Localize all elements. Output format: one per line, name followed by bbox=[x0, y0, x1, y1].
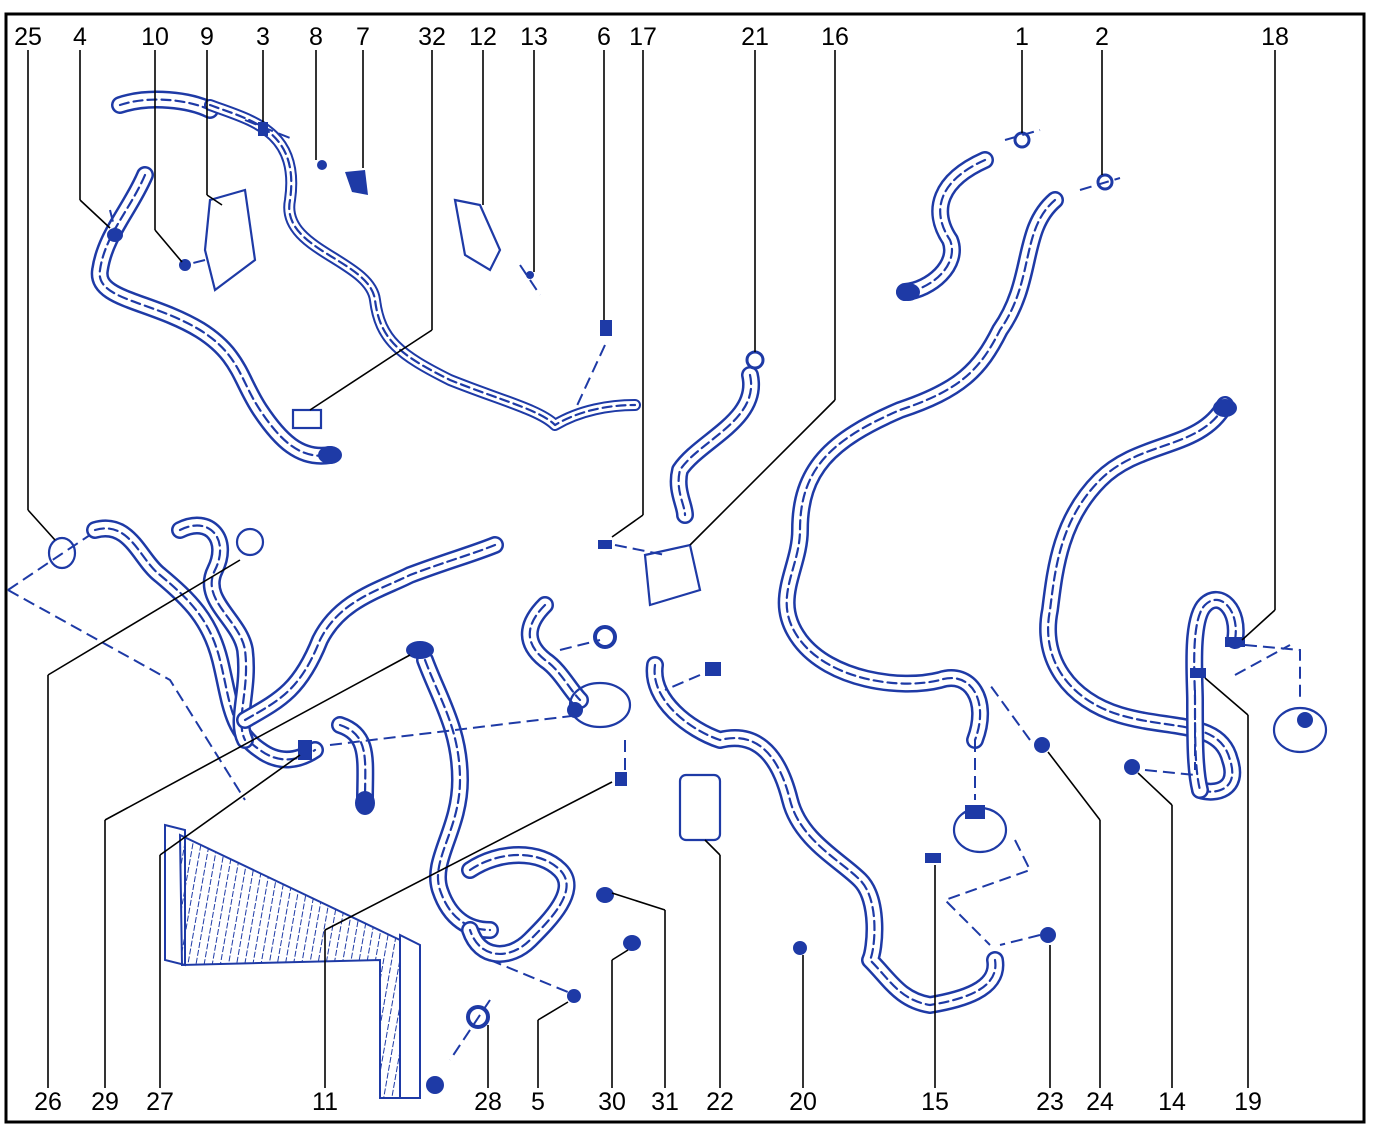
hose-end-left bbox=[318, 446, 342, 464]
callout-10: 10 bbox=[141, 23, 169, 51]
plug-7 bbox=[345, 170, 368, 195]
callout-11: 11 bbox=[312, 1088, 338, 1116]
bolt-13 bbox=[526, 271, 534, 279]
hose-upper-left bbox=[90, 166, 339, 465]
bracket-16 bbox=[643, 543, 702, 607]
callout-26: 26 bbox=[34, 1088, 62, 1116]
callout-32: 32 bbox=[418, 23, 446, 51]
connector-bottom bbox=[426, 1076, 444, 1094]
insulator-32 bbox=[291, 408, 323, 430]
callout-4: 4 bbox=[73, 23, 87, 51]
clamp-14 bbox=[1124, 759, 1140, 775]
callout-7: 7 bbox=[356, 23, 370, 51]
bolt-17 bbox=[598, 540, 612, 549]
callout-17: 17 bbox=[629, 23, 657, 51]
leader-lines bbox=[27, 50, 1276, 1088]
diagram-frame bbox=[4, 12, 1366, 1124]
hose-right-long bbox=[777, 191, 1064, 749]
callout-21: 21 bbox=[741, 23, 769, 51]
callout-2: 2 bbox=[1095, 23, 1109, 51]
callout-6: 6 bbox=[597, 23, 611, 51]
clamp-20 bbox=[793, 941, 807, 955]
clamp-21 bbox=[745, 350, 765, 370]
callouts-bottom: 26 29 27 11 28 5 30 31 22 20 15 23 24 14… bbox=[34, 1088, 1262, 1116]
callout-18: 18 bbox=[1261, 23, 1289, 51]
insulator-22 bbox=[678, 773, 722, 842]
hose-clamp-26 bbox=[235, 527, 265, 557]
clamp-31 bbox=[596, 887, 614, 903]
electric-pump-right bbox=[1272, 706, 1328, 754]
bracket-12 bbox=[453, 198, 502, 272]
component-group bbox=[47, 122, 1328, 1094]
hose-center-s bbox=[331, 716, 375, 809]
hose-center-vertical bbox=[416, 651, 499, 939]
clamp-18 bbox=[1225, 637, 1245, 647]
clamp-23 bbox=[1040, 927, 1056, 943]
hose-left-branch bbox=[236, 536, 504, 729]
callout-25: 25 bbox=[14, 23, 42, 51]
clip-15 bbox=[925, 853, 941, 863]
hose-upper-right-short bbox=[896, 151, 994, 301]
hose-end-far-right bbox=[1213, 399, 1237, 417]
hose-thin-long bbox=[204, 99, 641, 431]
clamp-24 bbox=[1034, 737, 1050, 753]
callout-16: 16 bbox=[821, 23, 849, 51]
clamp-30 bbox=[623, 935, 641, 951]
hose-clamp-25 bbox=[47, 536, 77, 570]
bolt-5 bbox=[567, 989, 581, 1003]
hose-mid-small bbox=[669, 366, 761, 524]
callout-14: 14 bbox=[1158, 1088, 1186, 1116]
callout-9: 9 bbox=[200, 23, 214, 51]
callout-19: 19 bbox=[1234, 1088, 1262, 1116]
hose-lower-cluster bbox=[461, 846, 576, 963]
callout-20: 20 bbox=[789, 1088, 817, 1116]
callout-27: 27 bbox=[146, 1088, 174, 1116]
hose-upper-left-top bbox=[111, 90, 219, 119]
hose-left-loop bbox=[171, 516, 255, 749]
hose-pump-inlet bbox=[520, 596, 589, 709]
clamp-29 bbox=[406, 641, 434, 659]
bracket-9 bbox=[203, 188, 257, 292]
clamp-1 bbox=[1013, 131, 1031, 149]
assembly-lines bbox=[7, 119, 1301, 1061]
callout-24: 24 bbox=[1086, 1088, 1114, 1116]
hose-left-complex bbox=[86, 519, 324, 769]
bolt-8 bbox=[317, 160, 327, 170]
clamp-19 bbox=[1190, 668, 1206, 678]
hose-clamp-4 bbox=[107, 228, 123, 242]
clip-3 bbox=[258, 122, 268, 136]
callout-29: 29 bbox=[91, 1088, 119, 1116]
callout-12: 12 bbox=[469, 23, 497, 51]
hose-end-center-s bbox=[355, 791, 375, 815]
electric-pump-center bbox=[567, 681, 632, 729]
clip-6 bbox=[600, 320, 612, 336]
clamp-pump-center bbox=[593, 625, 617, 649]
callout-8: 8 bbox=[309, 23, 323, 51]
electric-pump-15 bbox=[952, 805, 1008, 854]
hose-center-long bbox=[645, 656, 1005, 1014]
callout-5: 5 bbox=[531, 1088, 545, 1116]
clamp-28 bbox=[466, 1005, 490, 1029]
callout-1: 1 bbox=[1015, 23, 1029, 51]
clamp-2 bbox=[1096, 173, 1114, 191]
callout-31: 31 bbox=[651, 1088, 679, 1116]
hose-far-right bbox=[1039, 396, 1242, 801]
callout-3: 3 bbox=[256, 23, 270, 51]
callout-23: 23 bbox=[1036, 1088, 1064, 1116]
clip-small-center bbox=[705, 662, 721, 676]
callout-28: 28 bbox=[474, 1088, 502, 1116]
callout-30: 30 bbox=[598, 1088, 626, 1116]
radiator bbox=[164, 823, 421, 1099]
callouts-top: 25 4 10 9 3 8 7 32 12 13 6 17 21 16 1 2 … bbox=[14, 23, 1289, 51]
callout-13: 13 bbox=[520, 23, 548, 51]
callout-15: 15 bbox=[921, 1088, 949, 1116]
clamp-27 bbox=[298, 740, 312, 760]
hose-end-right-short bbox=[896, 283, 920, 301]
callout-22: 22 bbox=[706, 1088, 734, 1116]
clip-11 bbox=[615, 772, 627, 786]
hose-group bbox=[86, 90, 1245, 1014]
